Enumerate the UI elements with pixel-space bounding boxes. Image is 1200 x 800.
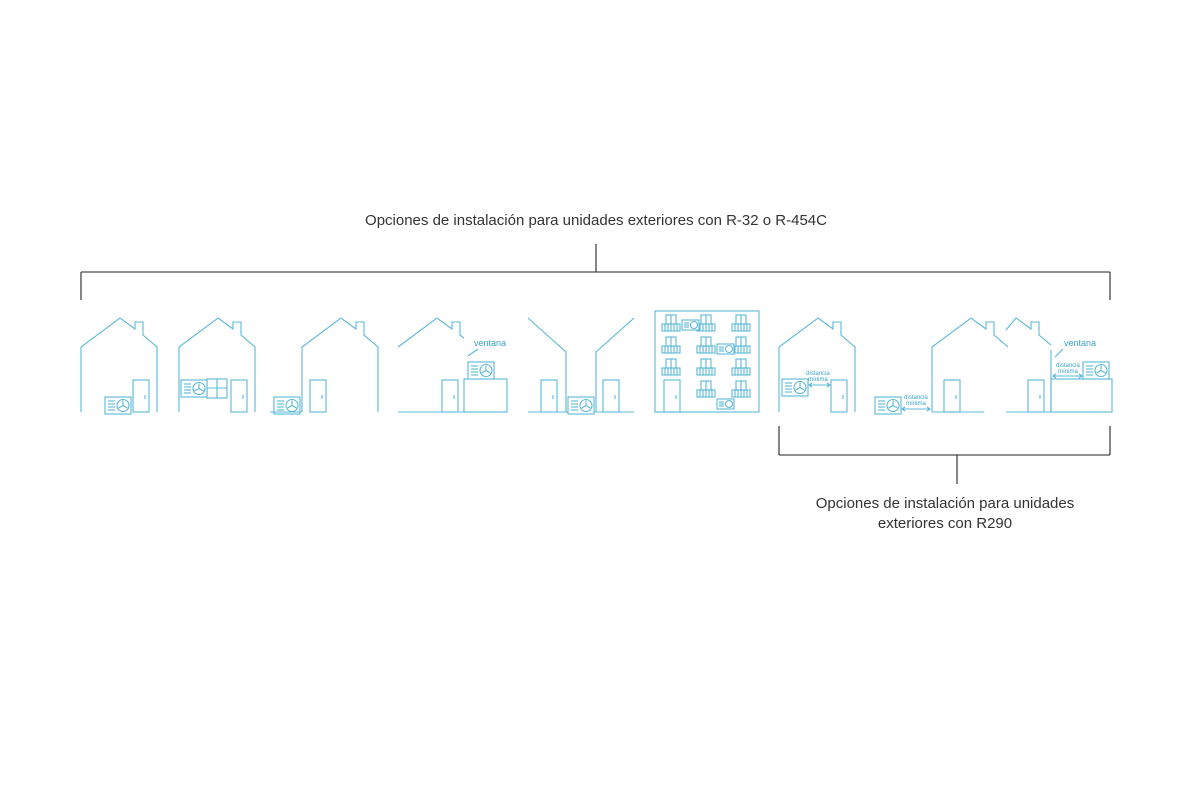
minima-label: mínima bbox=[906, 401, 926, 407]
distancia-label: distancia bbox=[904, 395, 928, 401]
outdoor-unit-icon bbox=[567, 396, 595, 415]
door-icon bbox=[540, 379, 558, 413]
house-4: ventana bbox=[397, 317, 508, 413]
door-icon bbox=[943, 379, 961, 413]
house-icon bbox=[778, 317, 856, 412]
door-icon bbox=[663, 379, 681, 413]
ventana-label: ventana bbox=[474, 338, 506, 348]
minima-label: mínima bbox=[808, 377, 828, 383]
house-8: distancia mínima bbox=[874, 317, 1009, 415]
door-icon bbox=[441, 379, 459, 413]
outdoor-unit-icon bbox=[180, 379, 208, 398]
house-icon bbox=[301, 317, 379, 412]
house-icon bbox=[931, 317, 1009, 413]
house-2 bbox=[178, 317, 256, 413]
door-icon bbox=[309, 379, 327, 413]
outdoor-unit-icon bbox=[467, 361, 495, 380]
door-icon bbox=[230, 379, 248, 413]
outdoor-unit-icon bbox=[781, 378, 809, 397]
bottom-bracket bbox=[778, 426, 1111, 484]
house-5 bbox=[527, 317, 635, 415]
house-icon bbox=[1005, 317, 1113, 413]
outdoor-unit-icon bbox=[874, 396, 902, 415]
ventana-label: ventana bbox=[1064, 338, 1096, 348]
top-bracket bbox=[80, 244, 1111, 300]
house-3 bbox=[270, 317, 379, 415]
door-icon bbox=[1027, 379, 1045, 413]
bottom-caption-line2: exteriores con R290 bbox=[878, 515, 1012, 532]
house-icon bbox=[178, 317, 256, 412]
house-icon bbox=[80, 317, 158, 412]
house-1 bbox=[80, 317, 158, 415]
apartment-building-icon bbox=[654, 310, 760, 413]
top-caption: Opciones de instalación para unidades ex… bbox=[365, 212, 827, 229]
outdoor-unit-icon bbox=[1082, 361, 1110, 380]
window-icon bbox=[206, 378, 228, 399]
door-icon bbox=[830, 379, 848, 413]
house-9: ventana distancia mínima bbox=[1005, 317, 1113, 413]
door-icon bbox=[602, 379, 620, 413]
door-icon bbox=[132, 379, 150, 413]
distancia-label: distancia bbox=[806, 371, 830, 377]
distancia-label: distancia bbox=[1056, 363, 1080, 369]
minima-label: mínima bbox=[1058, 369, 1078, 375]
house-7: distancia mínima bbox=[778, 317, 856, 413]
outdoor-unit-icon bbox=[104, 396, 132, 415]
bottom-caption-line1: Opciones de instalación para unidades bbox=[816, 495, 1075, 512]
